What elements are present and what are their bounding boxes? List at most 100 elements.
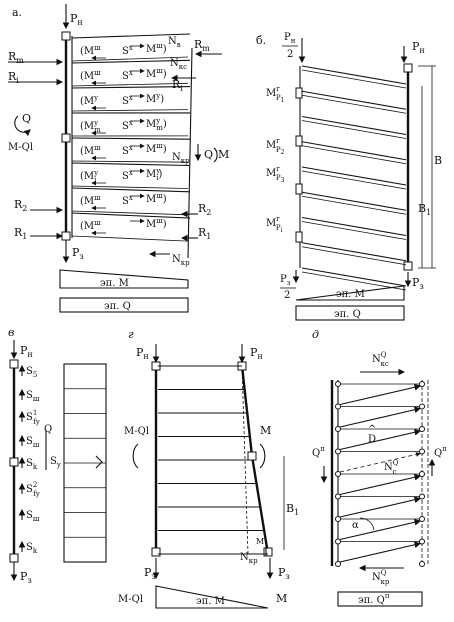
N-kp-mid: Nкр xyxy=(172,152,190,165)
N-kp-g: Nкр xyxy=(240,552,258,565)
moment-left-arrow xyxy=(14,115,31,137)
panel-d-diagonal xyxy=(339,519,422,541)
panel-d-node-left xyxy=(335,403,341,410)
panel-a-row-left-moment: (Mш xyxy=(80,144,101,157)
panel-a-row-bottom-edge xyxy=(71,109,189,112)
M-Ql-g-diag: M-Ql xyxy=(118,594,143,605)
panel-d-diagonal xyxy=(339,496,422,518)
Q-v: Q xyxy=(44,424,52,435)
panel-v-force-label: Sk xyxy=(26,542,38,555)
panel-d-diagonal xyxy=(339,452,421,473)
panel-b-letter: б. xyxy=(256,34,266,47)
M-g-diag: M xyxy=(276,592,287,605)
panel-a-row-shear: Sx xyxy=(122,119,133,132)
epure-M-b-label: эп. M xyxy=(336,289,365,300)
M-g-right: M xyxy=(260,424,271,437)
P-g-top-right: Pн xyxy=(250,346,263,361)
D-hat: ^ xyxy=(368,424,376,435)
panel-d-bracing xyxy=(335,381,425,567)
panel-a-row-right-moment: My) xyxy=(146,92,164,105)
panel-d-node-right xyxy=(419,403,425,410)
P3-right-b: Pз xyxy=(412,276,424,291)
panel-d-node-left xyxy=(335,381,341,387)
panel-d-node-left xyxy=(335,516,341,522)
panel-d-diagonal xyxy=(339,474,422,496)
panel-d-node-left xyxy=(335,561,341,567)
B1-label: B1 xyxy=(418,202,431,217)
panel-d-diagonal xyxy=(339,541,422,563)
panel-d-node-left xyxy=(335,471,341,477)
panel-v-force-label: S5 xyxy=(26,366,37,379)
panel-v-force-label: Sш xyxy=(26,390,40,403)
M-Ql-left: M-Ql xyxy=(8,142,33,153)
panel-a-row-top-edge xyxy=(71,59,191,64)
panel-a-row-left-moment: (Mш xyxy=(80,219,101,232)
panel-a-row-bottom-edge xyxy=(71,210,189,216)
panel-a-row-left-moment: (My xyxy=(80,94,98,107)
panel-d-diagonal xyxy=(339,429,422,451)
elevation-sketch-lines xyxy=(64,388,106,538)
P3-g-right: Pз xyxy=(278,566,290,581)
epure-M-b xyxy=(295,285,405,301)
node-mid xyxy=(61,133,71,143)
Sy-v: Sy xyxy=(50,456,61,469)
Ri-right: Ri xyxy=(172,78,183,93)
panel-d-node-right xyxy=(419,471,425,477)
R1-right: R1 xyxy=(198,226,211,241)
load-v-bottom-label: Pз xyxy=(20,570,32,585)
alpha-d: α xyxy=(352,520,359,531)
Q-d-right: Qп xyxy=(434,445,447,459)
R2-left: R2 xyxy=(14,198,27,213)
panel-a-row-shear: Sx xyxy=(122,194,133,207)
R1-left: R1 xyxy=(14,226,27,241)
node-v-top xyxy=(9,359,19,369)
panel-d-node-right xyxy=(419,448,425,455)
panel-b-row-line-inner xyxy=(301,120,407,139)
panel-g-rows xyxy=(158,365,268,555)
load-v-top-label: Pн xyxy=(20,344,33,359)
R2-right: R2 xyxy=(198,202,211,217)
panel-b-row-line-inner xyxy=(301,170,407,190)
panel-g-letter: г xyxy=(128,328,134,341)
P3-half-num: Pз xyxy=(280,274,291,287)
Rm-left: Rm xyxy=(8,50,24,65)
panel-b-bracket xyxy=(295,87,303,99)
P-g-top-left: Pн xyxy=(136,346,149,361)
node-v-bottom xyxy=(9,553,19,563)
moment-g-right xyxy=(259,443,266,469)
epure-Q-a xyxy=(59,297,189,313)
panel-d-node-left xyxy=(335,493,341,500)
Rm-right: Rm xyxy=(194,38,210,53)
node-b-top xyxy=(403,63,413,73)
B-label: B xyxy=(434,154,442,167)
panel-a-row-left-moment: (Mш xyxy=(80,69,101,82)
panel-d-node-right xyxy=(419,516,425,522)
panel-a-row-bottom-edge xyxy=(71,235,189,242)
node-bottom xyxy=(61,231,71,241)
panel-b-row-line-inner xyxy=(301,195,407,215)
M-right: M xyxy=(218,148,229,161)
panel-d-node-left xyxy=(335,538,341,545)
epure-Q-d-label: эп. Qп xyxy=(358,592,390,606)
panel-b-row-line xyxy=(301,166,407,186)
panel-a-row-right-moment: Mш) xyxy=(146,192,167,205)
M-Ql-g: M-Ql xyxy=(124,426,149,437)
alpha-arc xyxy=(359,517,375,531)
panel-d-node-right xyxy=(419,561,425,567)
load-top-label: Pн xyxy=(70,12,83,27)
panel-a-row-shear: Sx xyxy=(122,69,133,82)
panel-a-row-right-moment: Mш) xyxy=(146,42,167,55)
panel-a-row-right-moment: Mш) xyxy=(146,142,167,155)
P-top-right-b: Pн xyxy=(412,40,425,55)
panel-a-row-shear: Sx xyxy=(122,169,133,182)
panel-a-row-right-moment: Mш) xyxy=(146,67,167,80)
P3-half-den: 2 xyxy=(284,290,290,301)
